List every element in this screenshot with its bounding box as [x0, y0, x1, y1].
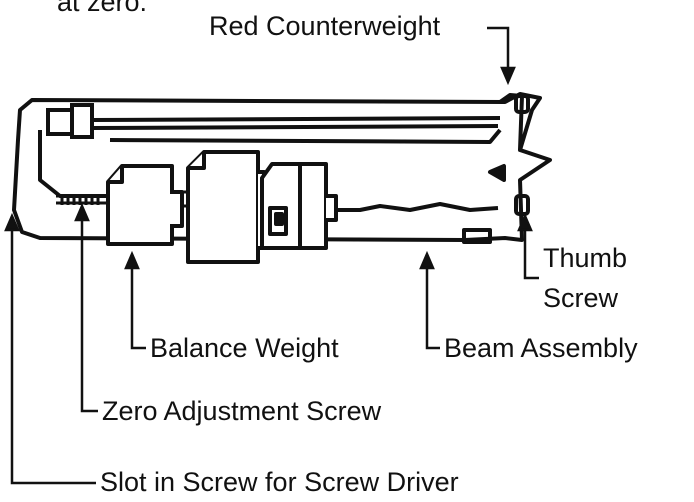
middle-weight-part	[186, 150, 266, 264]
balance-weight-part	[106, 164, 184, 246]
leader-balance-weight	[130, 260, 146, 350]
label-beam-assembly: Beam Assembly	[444, 333, 638, 363]
leader-lines	[4, 26, 539, 485]
leader-slot-in-screw	[10, 222, 96, 485]
leader-beam-assembly	[425, 260, 440, 350]
leader-red-counterweight	[487, 26, 510, 76]
label-balance-weight: Balance Weight	[150, 333, 339, 363]
label-red-counterweight: Red Counterweight	[209, 11, 441, 41]
beam-body	[12, 92, 552, 244]
rider-block-part	[260, 162, 338, 250]
leader-thumb-screw	[523, 222, 539, 280]
label-slot-in-screw: Slot in Screw for Screw Driver	[100, 467, 459, 497]
top-clamp	[46, 103, 94, 139]
leader-zero-adjustment-screw	[80, 212, 98, 413]
label-thumb-screw-line1: Thumb	[543, 243, 628, 273]
label-thumb-screw-line2: Screw	[543, 283, 619, 313]
top-fragment-text: at zero.	[57, 0, 148, 17]
label-zero-adjustment-screw: Zero Adjustment Screw	[102, 396, 382, 426]
